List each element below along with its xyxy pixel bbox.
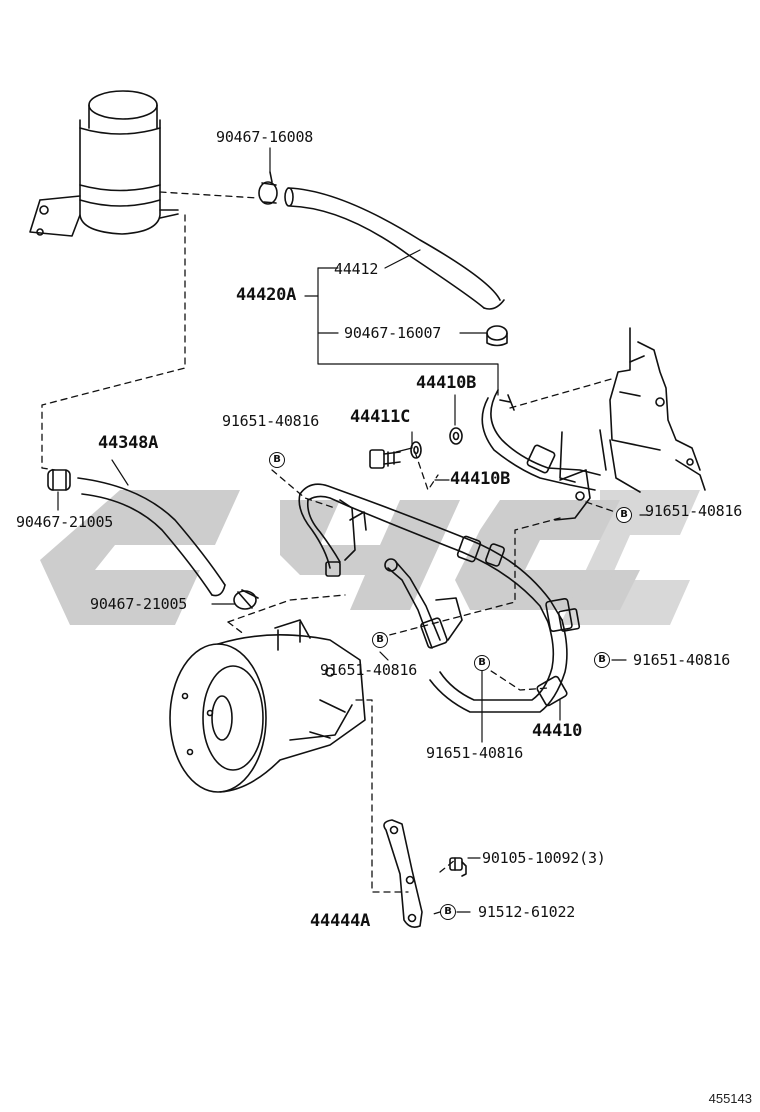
label-bolt-right-lower: 91651-40816	[633, 651, 731, 669]
label-gasket-b: 44410B	[450, 469, 511, 489]
badge-bolt-bottom: B	[474, 655, 490, 671]
label-bolt-bottom: 91651-40816	[426, 744, 524, 762]
badge-bolt-right-upper: B	[616, 507, 632, 523]
bracket-bolt	[449, 857, 467, 877]
clamp-left-lower	[233, 589, 259, 610]
label-bracket-bolt: 90105-10092(3)	[482, 849, 606, 867]
reservoir-tank	[29, 90, 179, 237]
steering-gear	[559, 327, 706, 493]
clamp-top	[258, 171, 278, 205]
return-tube	[481, 389, 601, 491]
pressure-tube	[298, 483, 581, 713]
label-pressure-tube: 44410	[532, 721, 583, 741]
label-bolt-c: 44411C	[350, 407, 411, 427]
union-bolt	[369, 449, 401, 469]
label-bracket: 44444A	[310, 911, 371, 931]
label-hose-upper: 44412	[334, 260, 379, 278]
return-tube-bracket	[554, 469, 591, 521]
label-tube-b: 44410B	[416, 373, 477, 393]
watermark-logo	[40, 490, 700, 625]
label-clamp-left-lower: 90467-21005	[90, 595, 188, 613]
label-bracket-bolt-b: 91512-61022	[478, 903, 576, 921]
badge-bracket-bolt: B	[440, 904, 456, 920]
clamp-mid	[486, 325, 508, 347]
label-bolt-left: 91651-40816	[222, 412, 320, 430]
badge-bolt-center: B	[372, 632, 388, 648]
figure-number: 455143	[708, 1091, 752, 1106]
label-bolt-center: 91651-40816	[320, 661, 418, 679]
badge-bolt-left: B	[269, 452, 285, 468]
hose-upper	[284, 187, 505, 310]
pump-body	[169, 619, 366, 793]
label-clamp-left-upper: 90467-21005	[16, 513, 114, 531]
label-bolt-right-upper: 91651-40816	[645, 502, 743, 520]
label-hose-left: 44348A	[98, 433, 159, 453]
hose-left	[77, 477, 226, 597]
label-assembly-a: 44420A	[236, 285, 297, 305]
label-clamp-top: 90467-16008	[216, 128, 314, 146]
label-leaders	[57, 147, 649, 913]
bracket-44444a	[383, 819, 423, 928]
badge-bolt-right-lower: B	[594, 652, 610, 668]
clamp-left-upper	[47, 469, 71, 491]
label-clamp-mid: 90467-16007	[344, 324, 442, 342]
gasket-upper	[449, 427, 463, 445]
gasket-lower	[410, 441, 422, 459]
